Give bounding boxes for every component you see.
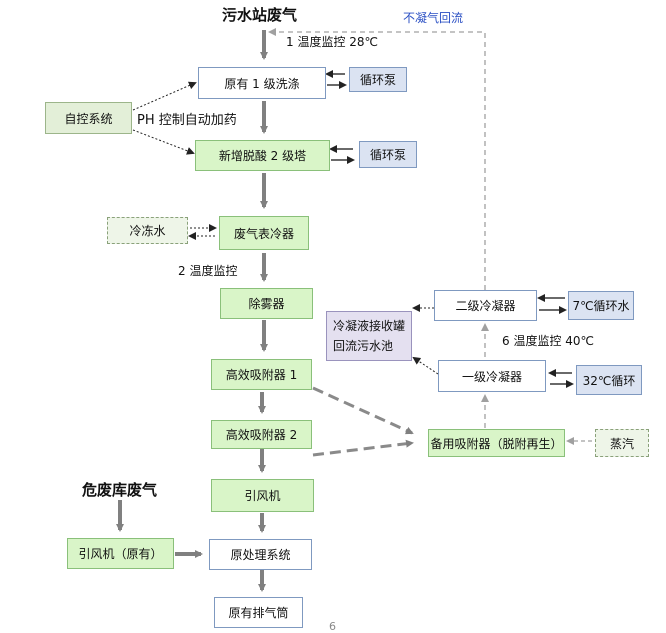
circulation-pump-2: 循环泵 bbox=[359, 141, 417, 168]
original-fan: 引风机（原有） bbox=[67, 538, 174, 569]
deacid-tower-2: 新增脱酸 2 级塔 bbox=[195, 140, 330, 171]
regeneration-lines bbox=[268, 28, 489, 428]
cooling-water-32c: 32℃循环 bbox=[576, 365, 642, 395]
chilled-water: 冷冻水 bbox=[107, 217, 188, 244]
bypass-arrow bbox=[312, 439, 414, 457]
temp-monitor-1: 1 温度监控 28℃ bbox=[286, 35, 379, 49]
auto-control-system: 自控系统 bbox=[45, 102, 132, 134]
cooling-water-7c: 7℃循环水 bbox=[568, 291, 634, 320]
bypass-arrows bbox=[312, 386, 414, 457]
control-line bbox=[132, 81, 197, 111]
circulation-arrows bbox=[325, 70, 574, 388]
adsorber-1: 高效吸附器 1 bbox=[211, 359, 312, 390]
condensate-tank-line-2: 回流污水池 bbox=[333, 339, 394, 353]
control-line bbox=[132, 129, 195, 155]
hazard-gas-title: 危废库废气 bbox=[82, 481, 158, 499]
uncondensed-return-line bbox=[268, 28, 486, 290]
gas-surface-cooler: 废气表冷器 bbox=[219, 216, 309, 250]
bypass-arrow bbox=[312, 386, 414, 435]
induced-draft-fan: 引风机 bbox=[211, 479, 314, 512]
condensate-tank: 冷凝液接收罐 回流污水池 bbox=[326, 311, 412, 361]
temp-monitor-2: 2 温度监控 bbox=[178, 264, 238, 278]
wastewater-gas-title: 污水站废气 bbox=[222, 6, 298, 24]
main-flow-arrows bbox=[116, 30, 268, 592]
temp-monitor-6: 6 温度监控 40℃ bbox=[502, 334, 595, 348]
uncondensed-return-label: 不凝气回流 bbox=[403, 11, 464, 25]
original-exhaust-stack: 原有排气筒 bbox=[214, 597, 303, 628]
primary-condenser: 一级冷凝器 bbox=[438, 360, 546, 392]
page-number: 6 bbox=[329, 620, 336, 633]
backup-adsorber: 备用吸附器（脱附再生） bbox=[428, 429, 565, 457]
condensate-tank-line-1: 冷凝液接收罐 bbox=[333, 319, 406, 333]
steam-source: 蒸汽 bbox=[595, 429, 649, 457]
ph-control-label: PH 控制自动加药 bbox=[137, 113, 237, 128]
control-lines bbox=[132, 81, 439, 375]
demister: 除雾器 bbox=[220, 288, 313, 319]
adsorber-2: 高效吸附器 2 bbox=[211, 420, 312, 449]
original-treatment-system: 原处理系统 bbox=[209, 539, 312, 570]
circulation-pump-1: 循环泵 bbox=[349, 67, 407, 92]
wash-stage-1: 原有 1 级洗涤 bbox=[198, 67, 326, 99]
condensate-line bbox=[412, 356, 439, 375]
secondary-condenser: 二级冷凝器 bbox=[434, 290, 537, 321]
